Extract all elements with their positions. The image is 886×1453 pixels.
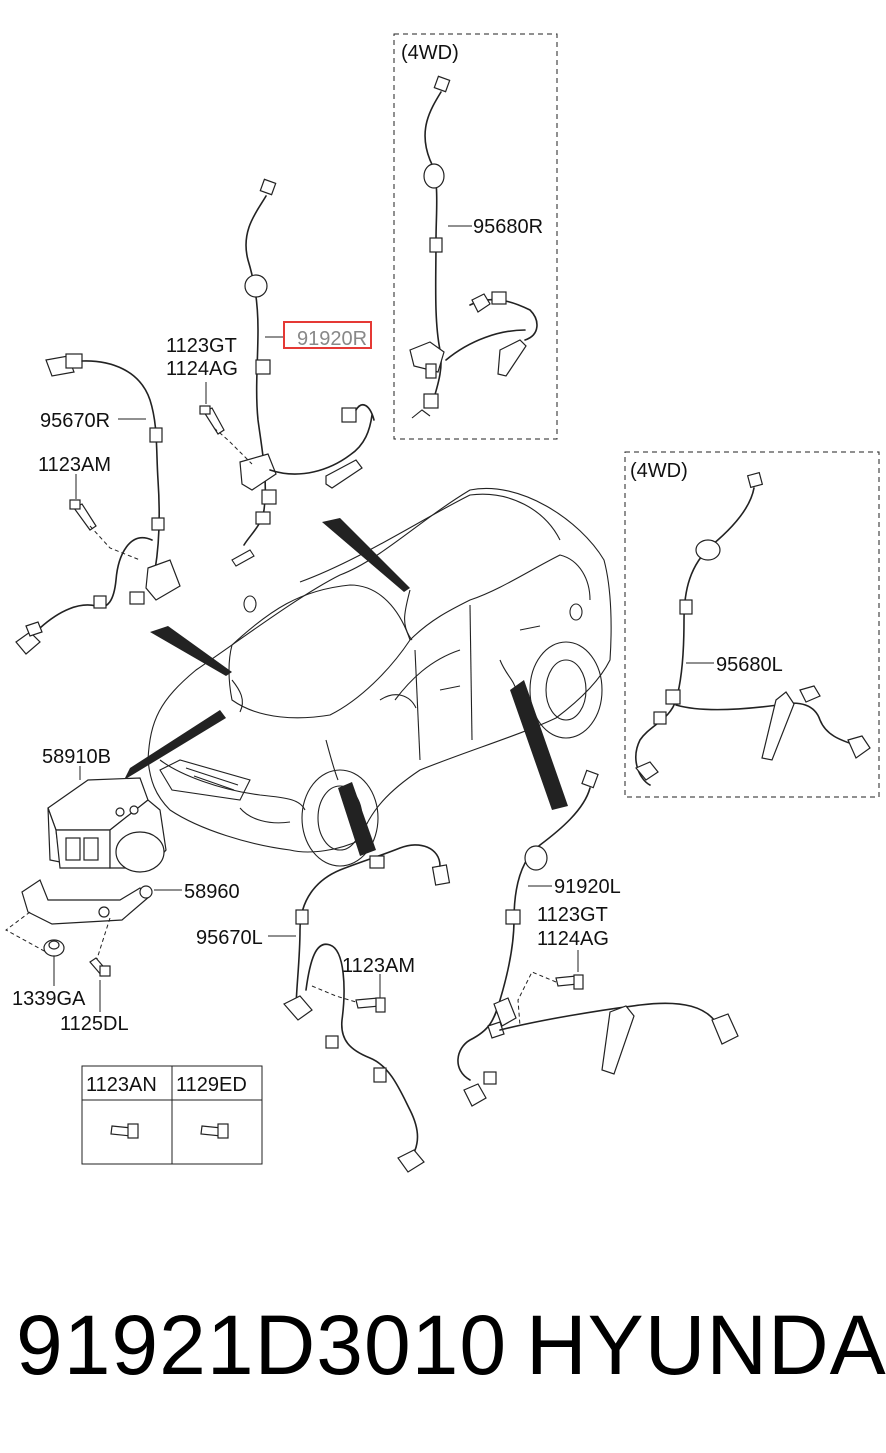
box-4wd-top (393, 33, 558, 440)
highlight-box-91920r (283, 321, 372, 349)
label-1123am-lower: 1123AM (342, 955, 415, 977)
table-header-1129ed: 1129ED (176, 1074, 247, 1096)
label-95670r: 95670R (40, 410, 110, 432)
label-95680l: 95680L (716, 654, 783, 676)
label-4wd-right: (4WD) (630, 460, 688, 482)
front-sensor-95670l[interactable] (283, 844, 451, 1173)
label-58960: 58960 (184, 881, 240, 903)
footer: 91921D3010 HYUNDAI (0, 1290, 886, 1400)
bolt-1123gt-upper[interactable] (199, 405, 225, 435)
bracket-58960[interactable] (21, 879, 153, 925)
label-1124ag-upper: 1124AG (166, 358, 238, 380)
label-1123am-upper: 1123AM (38, 454, 111, 476)
label-91920r[interactable]: 91920R (297, 328, 367, 350)
nut-1339ga[interactable] (43, 939, 65, 957)
label-1339ga: 1339GA (12, 988, 86, 1010)
front-sensor-91920r[interactable] (231, 178, 375, 567)
label-91920l: 91920L (554, 876, 621, 898)
bolt-1123an[interactable] (110, 1123, 139, 1139)
label-95670l: 95670L (196, 927, 263, 949)
front-sensor-95670r[interactable] (15, 353, 181, 655)
label-4wd-top: (4WD) (401, 42, 459, 64)
parts-table: 1123AN 1129ED (81, 1065, 263, 1165)
table-header-1123an: 1123AN (86, 1074, 157, 1096)
bolt-1125dl[interactable] (89, 957, 111, 977)
bolt-1123am-lower[interactable] (355, 997, 386, 1013)
box-4wd-right (624, 451, 880, 798)
rear-sensor-95680r[interactable] (409, 75, 538, 419)
bolt-1129ed[interactable] (200, 1123, 229, 1139)
part-number: 91921D3010 (16, 1298, 508, 1392)
bolt-1123gt-lower[interactable] (555, 974, 584, 990)
label-95680r: 95680R (473, 216, 543, 238)
label-1124ag-lower: 1124AG (537, 928, 609, 950)
bolt-1123am-upper[interactable] (69, 499, 97, 531)
label-58910b: 58910B (42, 746, 111, 768)
label-1123gt-lower: 1123GT (537, 904, 608, 926)
label-1125dl: 1125DL (60, 1013, 129, 1035)
label-1123gt-upper: 1123GT (166, 335, 237, 357)
brand-name: HYUNDAI (526, 1298, 886, 1392)
front-sensor-91920l[interactable] (457, 769, 739, 1107)
rear-sensor-95680l[interactable] (635, 471, 871, 786)
hecu-58910b[interactable] (47, 777, 167, 873)
vehicle-illustration (124, 488, 612, 867)
